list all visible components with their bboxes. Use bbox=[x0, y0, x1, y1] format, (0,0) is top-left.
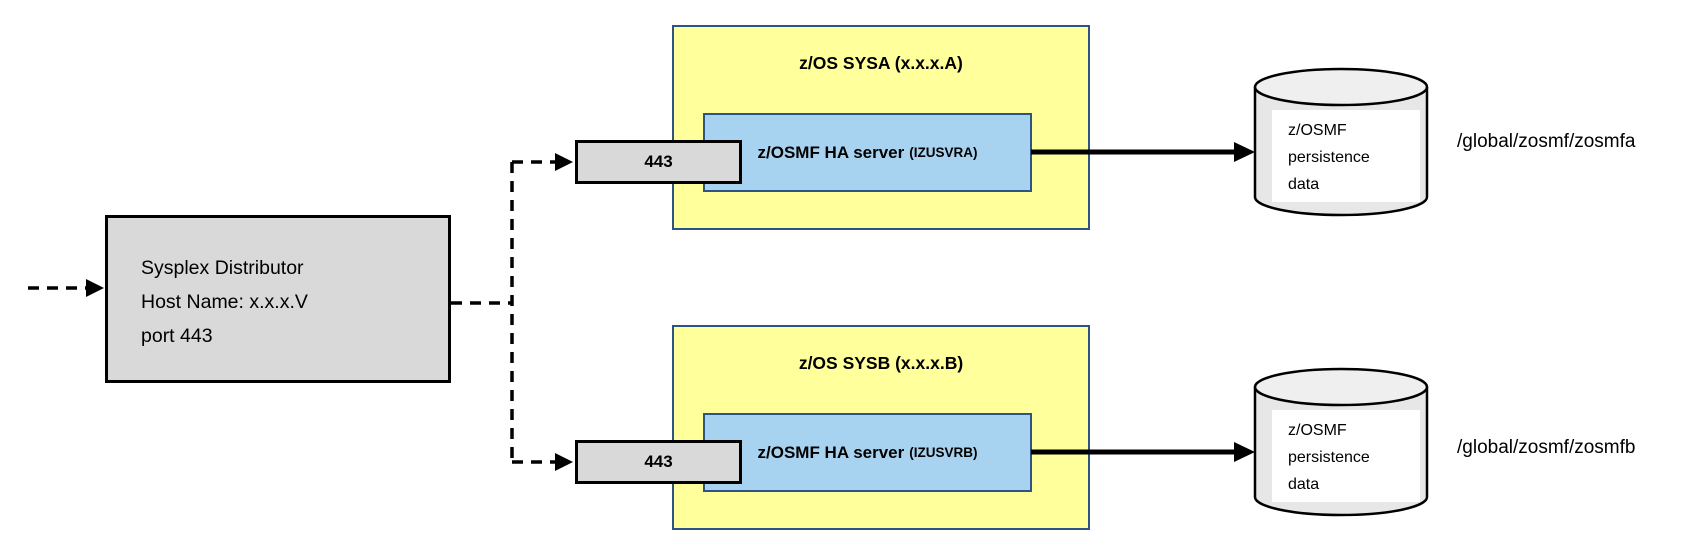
server-a-label: z/OSMF HA server bbox=[757, 142, 905, 162]
persistence-data-label-a: z/OSMF persistence data bbox=[1272, 110, 1420, 202]
zos-sysb-title: z/OS SYSB (x.x.x.B) bbox=[798, 353, 964, 373]
sysplex-distributor-title: Sysplex Distributor bbox=[141, 257, 304, 279]
port-443-a-box: 443 bbox=[575, 140, 742, 184]
zos-sysa-title: z/OS SYSA (x.x.x.A) bbox=[799, 53, 963, 73]
sysplex-distributor-box: Sysplex Distributor Host Name: x.x.x.V p… bbox=[105, 215, 451, 383]
zosmf-ha-server-a-box: z/OSMF HA server (IZUSVRA) bbox=[703, 113, 1032, 192]
dashed-arrowhead-b-icon bbox=[555, 453, 573, 471]
dashed-arrowhead-a-icon bbox=[555, 153, 573, 171]
persistence-data-label-b: z/OSMF persistence data bbox=[1272, 410, 1420, 502]
inbound-dashed-arrow-icon bbox=[28, 279, 104, 297]
zosmf-ha-server-b-box: z/OSMF HA server (IZUSVRB) bbox=[703, 413, 1032, 492]
distribution-dashed-connector bbox=[451, 153, 573, 471]
port-443-b-box: 443 bbox=[575, 440, 742, 484]
sysplex-host-name: Host Name: x.x.x.V bbox=[141, 291, 308, 313]
server-b-label: z/OSMF HA server bbox=[757, 442, 905, 462]
mount-path-b: /global/zosmf/zosmfb bbox=[1457, 437, 1636, 458]
server-b-instance: (IZUSVRB) bbox=[909, 445, 978, 460]
server-a-instance: (IZUSVRA) bbox=[909, 145, 978, 160]
mount-path-a: /global/zosmf/zosmfa bbox=[1457, 131, 1636, 152]
sysplex-port: port 443 bbox=[141, 325, 213, 347]
